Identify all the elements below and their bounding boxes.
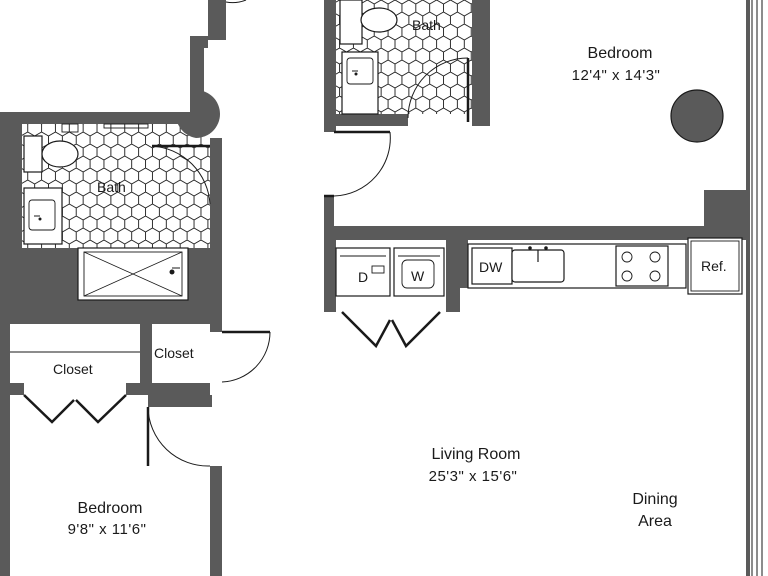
bedroom-top-name: Bedroom [588,45,653,62]
closets: Closet Closet [10,330,271,424]
top-bath-door-swing [407,57,469,119]
closet-mid-label: Closet [154,345,194,361]
window-right [751,0,763,576]
left-vanity [23,187,63,245]
shower-head-icon [169,269,175,275]
left-sink-icon [28,199,56,231]
wall-top-bath-east [472,0,490,126]
bedroom-left-door [146,406,211,467]
dining-area-line1: Dining [632,491,677,508]
burner-icon [621,270,633,282]
top-bath-label: Bath [412,17,441,33]
washer-label: W [411,268,425,284]
wall-laundry-west [324,240,336,312]
top-toilet-tank [339,0,363,45]
laundry-door-l [341,311,392,349]
wall-left-bath-south [0,300,222,324]
bedroom-top-door [324,130,391,198]
wall-left-shower-base [22,248,78,300]
wall-left-bath-east [210,138,222,324]
left-towel-rail [103,123,149,129]
bedroom-top-dim: 12'4" x 14'3" [572,67,661,84]
closet-mid-door-swing [221,331,271,383]
left-round-column [196,90,220,138]
wall-left-closet-base [0,383,24,395]
kitchen: DW Ref. [467,237,743,295]
wall-closet-mid-bottom [140,383,210,395]
burner-icon [649,270,661,282]
wall-kitchen-west [460,240,468,288]
wall-bedroom-left-east [210,466,222,576]
top-bath: Bath [336,0,472,122]
laundry-door-r [390,311,441,349]
living-room-name: Living Room [432,446,521,463]
living-room-dim: 25'3" x 15'6" [429,468,518,485]
burner-icon [621,251,633,263]
dining-area-line2: Area [638,513,672,530]
bedroom-left-name: Bedroom [78,500,143,517]
wall-bedroom-top-south [324,226,746,240]
refrigerator-label: Ref. [701,258,727,274]
left-toilet-bowl [41,140,79,168]
wall-left-shower-east [188,248,210,300]
laundry: D W [335,247,445,349]
wall-right-exterior [746,0,750,576]
left-towel-bar [61,123,79,133]
left-toilet-tank [23,135,43,173]
dryer-label: D [358,269,368,285]
walls [0,0,750,576]
left-shower-pan [83,251,183,297]
wall-bedroom-left-head [148,395,212,407]
bedroom-round-column [670,89,724,143]
closet-left-label: Closet [53,361,93,377]
left-bath-label: Bath [97,179,126,195]
bedroom-left-dim: 9'8" x 11'6" [68,521,147,538]
wall-laundry-east [446,240,460,312]
closet-left-door-r [75,394,127,424]
left-bath: Bath [0,90,220,301]
wall-column-right [704,190,746,240]
closet-left-door-l [23,394,75,424]
refrigerator [687,237,743,295]
wall-closet-mid-east [210,324,222,332]
top-sink-icon [346,57,374,85]
top-toilet-bowl [360,7,398,33]
wall-top-bath-west [324,0,336,132]
left-bath-door-swing [151,145,211,205]
wall-closet-divider [140,324,152,395]
entry-door-swing [225,0,247,4]
burner-icon [649,251,661,263]
wall-left-outer [0,324,10,576]
wall-top-bath-south [324,114,408,126]
dishwasher-label: DW [479,259,503,275]
